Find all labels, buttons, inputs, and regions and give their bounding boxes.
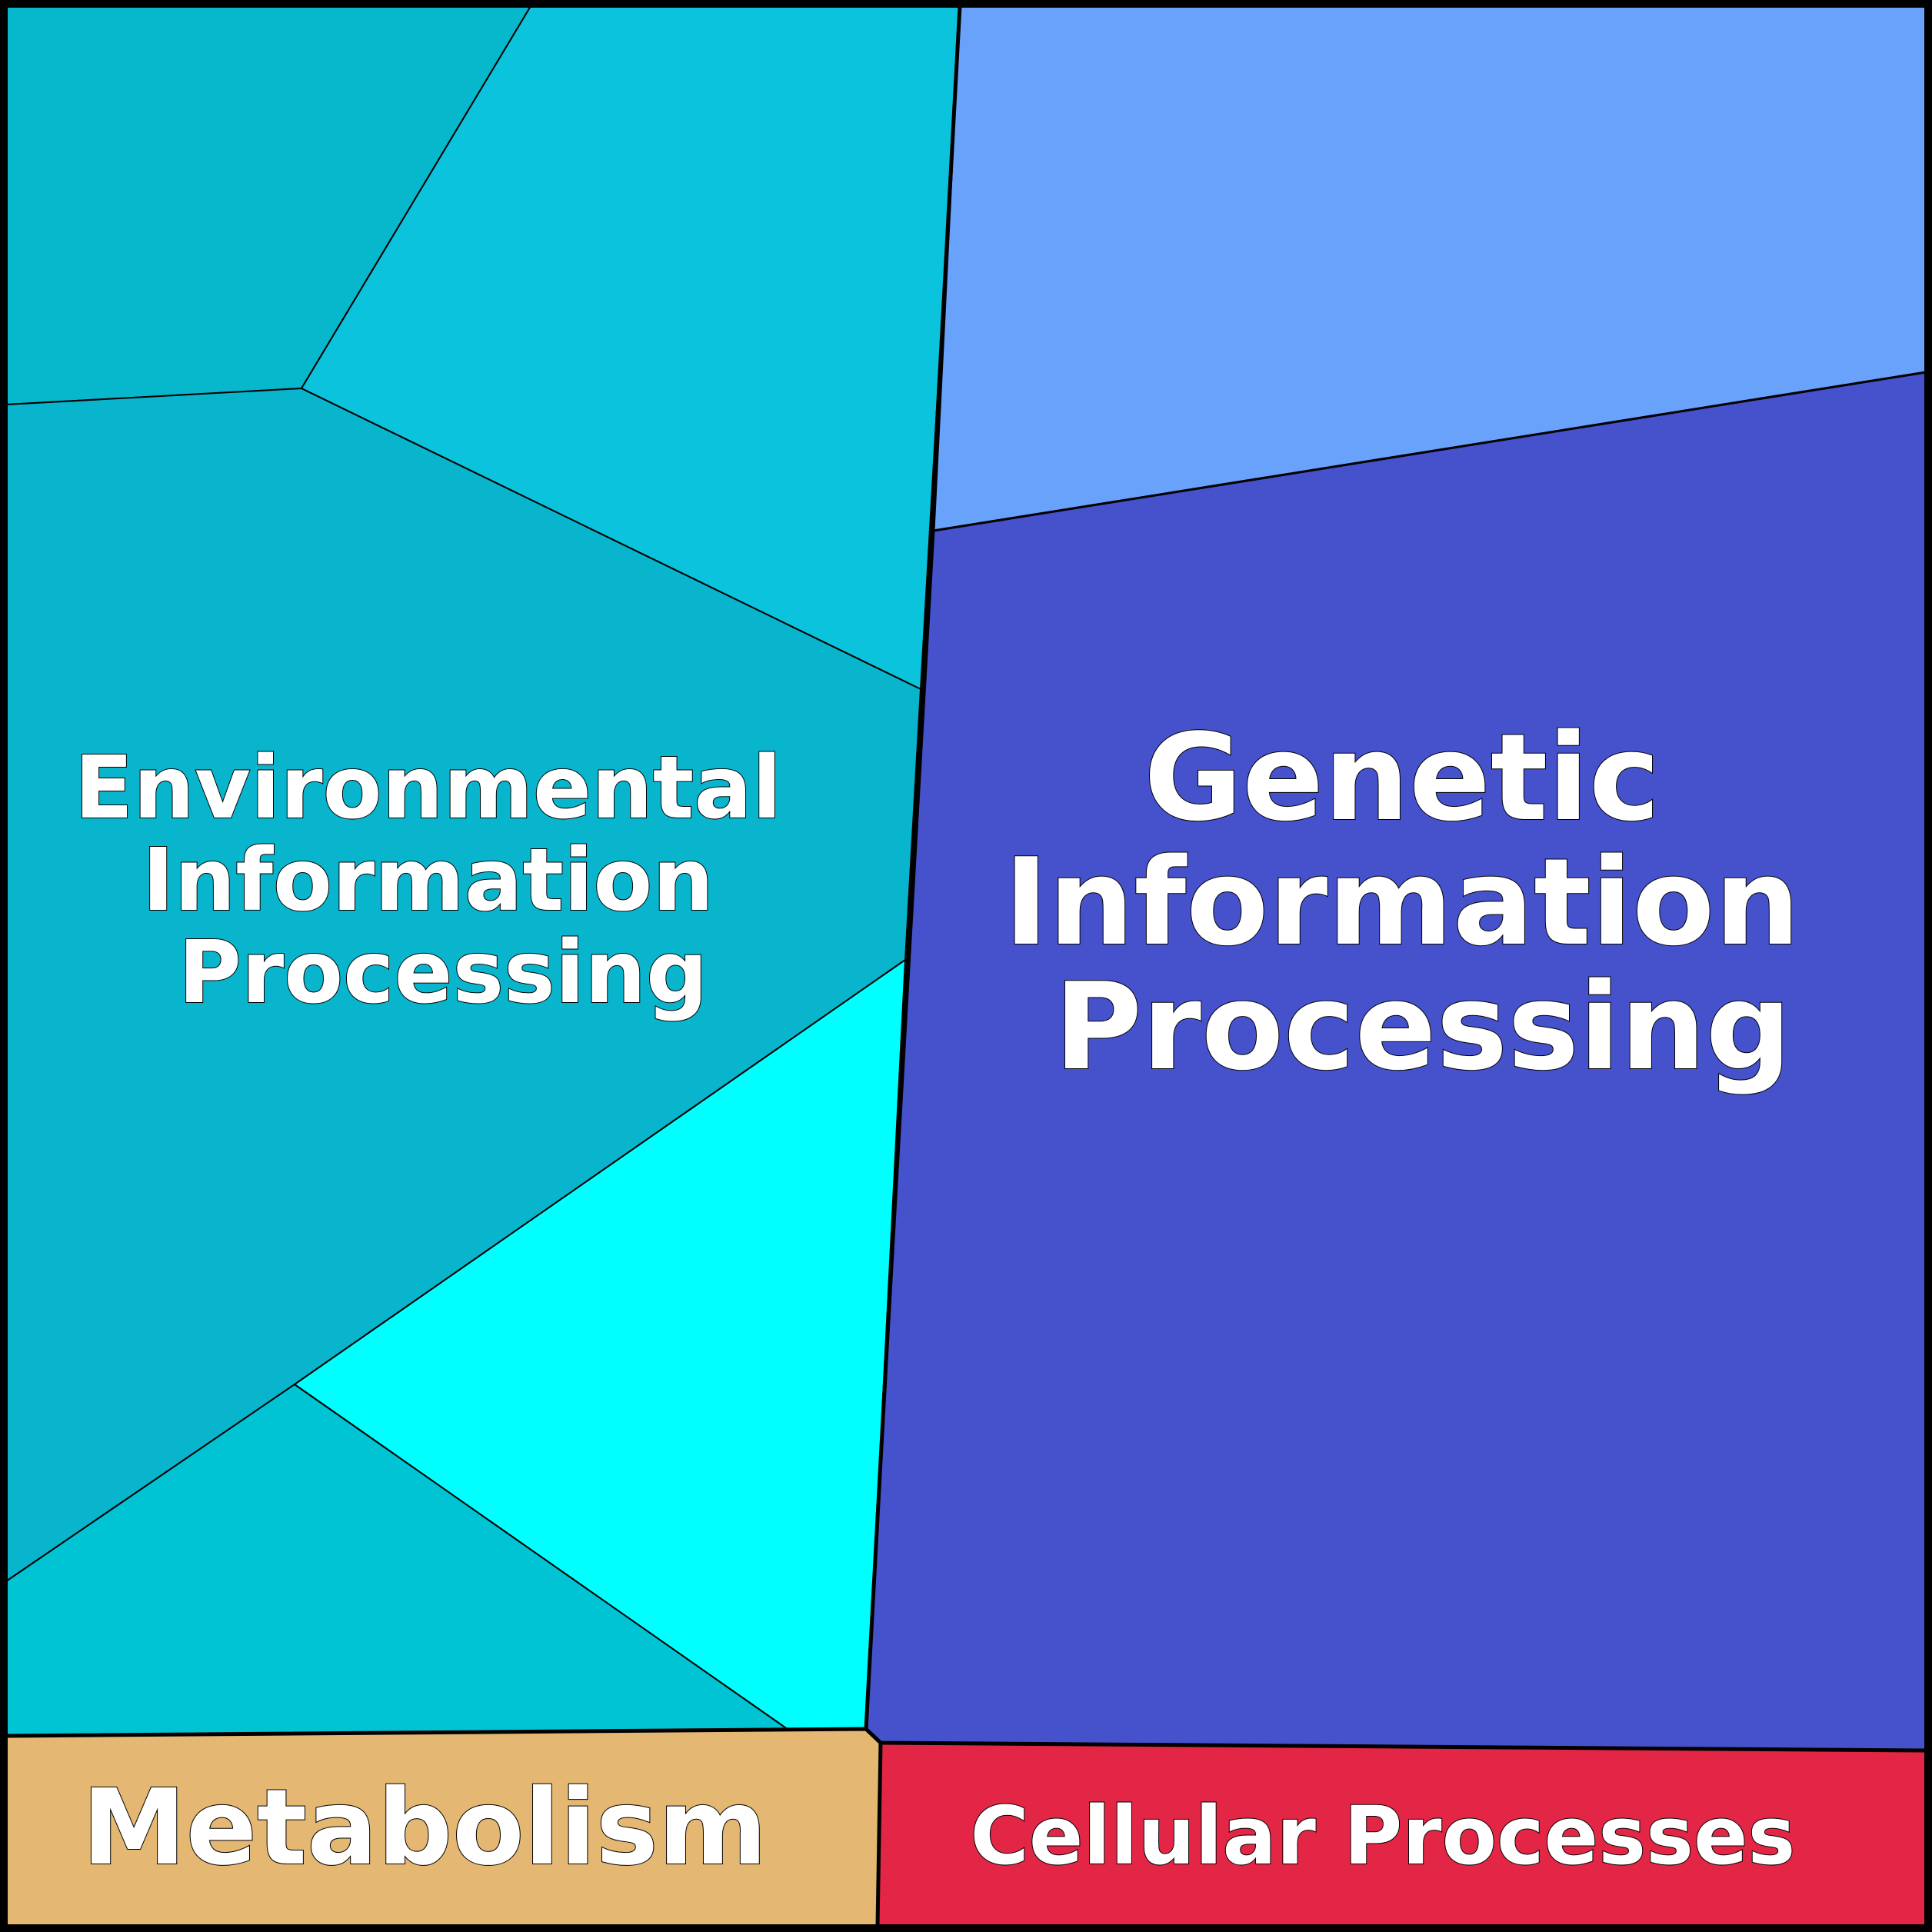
label-environmental-information-processing: Environmental Information Processing (75, 738, 811, 1023)
label-genetic-line-2: Information (1004, 832, 1800, 972)
boundary-metabolism-cellular (875, 1742, 883, 1927)
boundary-env-genetic (864, 5, 962, 1730)
label-cellular-processes: Cellular Processes (971, 1789, 1796, 1883)
label-cellular-processes-line-1: Cellular Processes (971, 1789, 1796, 1883)
label-metabolism-line-1: Metabolism (82, 1767, 767, 1889)
category-boundaries (5, 5, 1927, 1927)
label-environmental-line-1: Environmental (75, 738, 781, 838)
label-metabolism: Metabolism (82, 1767, 767, 1889)
boundary-bottom-row (5, 1727, 1927, 1753)
group-genetic-information-processing (864, 5, 1927, 1752)
label-genetic-information-processing: Genetic Information Processing (1004, 708, 1842, 1097)
label-genetic-line-1: Genetic (1144, 708, 1660, 848)
label-environmental-line-2: Information (142, 831, 714, 931)
group-environmental-information-processing (5, 5, 961, 1737)
label-genetic-line-3: Processing (1054, 957, 1792, 1097)
label-environmental-line-3: Processing (178, 923, 708, 1023)
